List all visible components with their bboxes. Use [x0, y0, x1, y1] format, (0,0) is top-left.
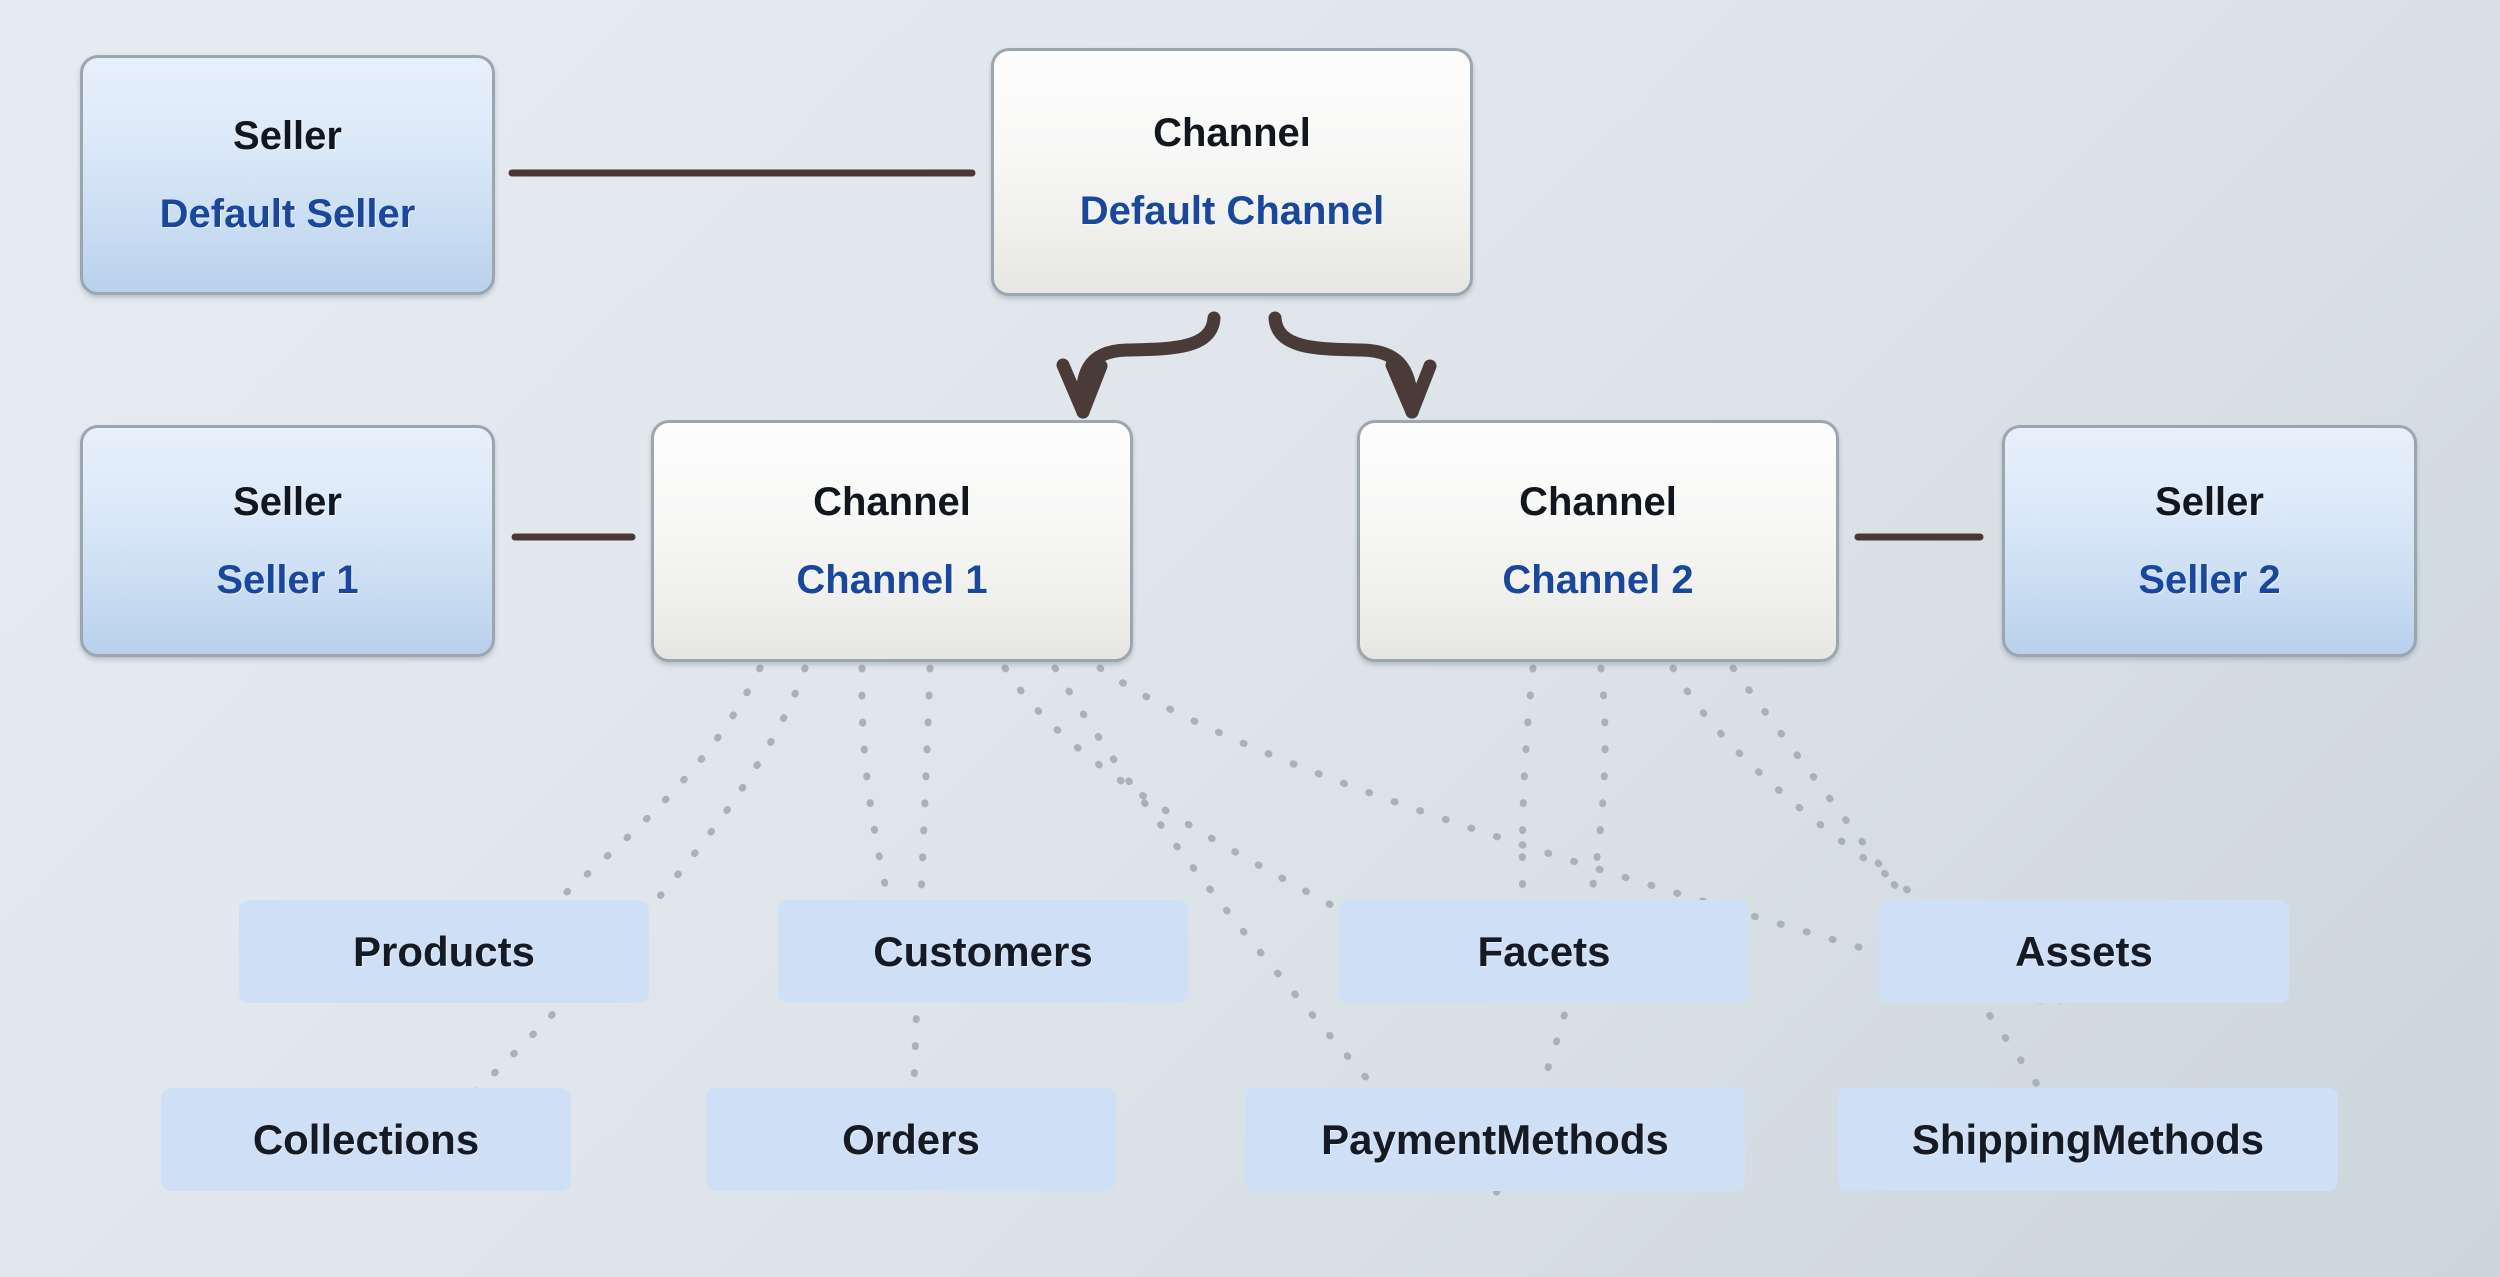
node-type-label: Channel	[1519, 480, 1677, 524]
leaf-label: Collections	[252, 1115, 480, 1163]
leaf-label: Orders	[842, 1115, 980, 1163]
leaf-paymentmethods[interactable]: PaymentMethods	[1245, 1088, 1745, 1191]
leaf-label: Assets	[2015, 927, 2153, 975]
leaf-products[interactable]: Products	[239, 900, 649, 1003]
leaf-facets[interactable]: Facets	[1339, 900, 1749, 1003]
node-name-label: Seller 2	[2138, 558, 2281, 602]
leaf-shippingmethods[interactable]: ShippingMethods	[1838, 1088, 2338, 1191]
leaf-customers[interactable]: Customers	[778, 900, 1188, 1003]
leaf-label: ShippingMethods	[1911, 1115, 2265, 1163]
node-name-label: Seller 1	[216, 558, 359, 602]
arrow-head-channel-1-right	[1076, 359, 1108, 419]
leaf-label: PaymentMethods	[1321, 1115, 1669, 1163]
arrow-head-channel-2-left	[1385, 358, 1419, 419]
arrow-default-channel-to-channel-2	[1268, 311, 1419, 419]
node-channel-1[interactable]: Channel Channel 1	[651, 420, 1133, 662]
leaf-collections[interactable]: Collections	[161, 1088, 571, 1191]
node-default-channel[interactable]: Channel Default Channel	[991, 48, 1473, 296]
node-default-seller[interactable]: Seller Default Seller	[80, 55, 495, 295]
node-seller-2[interactable]: Seller Seller 2	[2002, 425, 2417, 657]
leaf-label: Facets	[1477, 927, 1611, 975]
node-type-label: Seller	[233, 480, 342, 524]
node-name-label: Default Channel	[1079, 189, 1385, 233]
node-type-label: Channel	[813, 480, 971, 524]
node-type-label: Seller	[233, 114, 342, 158]
node-name-label: Default Seller	[159, 192, 416, 236]
node-seller-1[interactable]: Seller Seller 1	[80, 425, 495, 657]
leaf-label: Products	[352, 927, 536, 975]
leaf-label: Customers	[873, 927, 1093, 975]
arrow-head-channel-2-right	[1405, 359, 1437, 419]
node-type-label: Seller	[2155, 480, 2264, 524]
leaf-assets[interactable]: Assets	[1879, 900, 2289, 1003]
node-name-label: Channel 2	[1502, 558, 1694, 602]
arrow-head-channel-1-left	[1056, 358, 1090, 419]
node-channel-2[interactable]: Channel Channel 2	[1357, 420, 1839, 662]
arrow-default-channel-to-channel-1	[1075, 311, 1221, 419]
node-name-label: Channel 1	[796, 558, 988, 602]
leaf-orders[interactable]: Orders	[706, 1088, 1116, 1191]
node-type-label: Channel	[1153, 111, 1311, 155]
